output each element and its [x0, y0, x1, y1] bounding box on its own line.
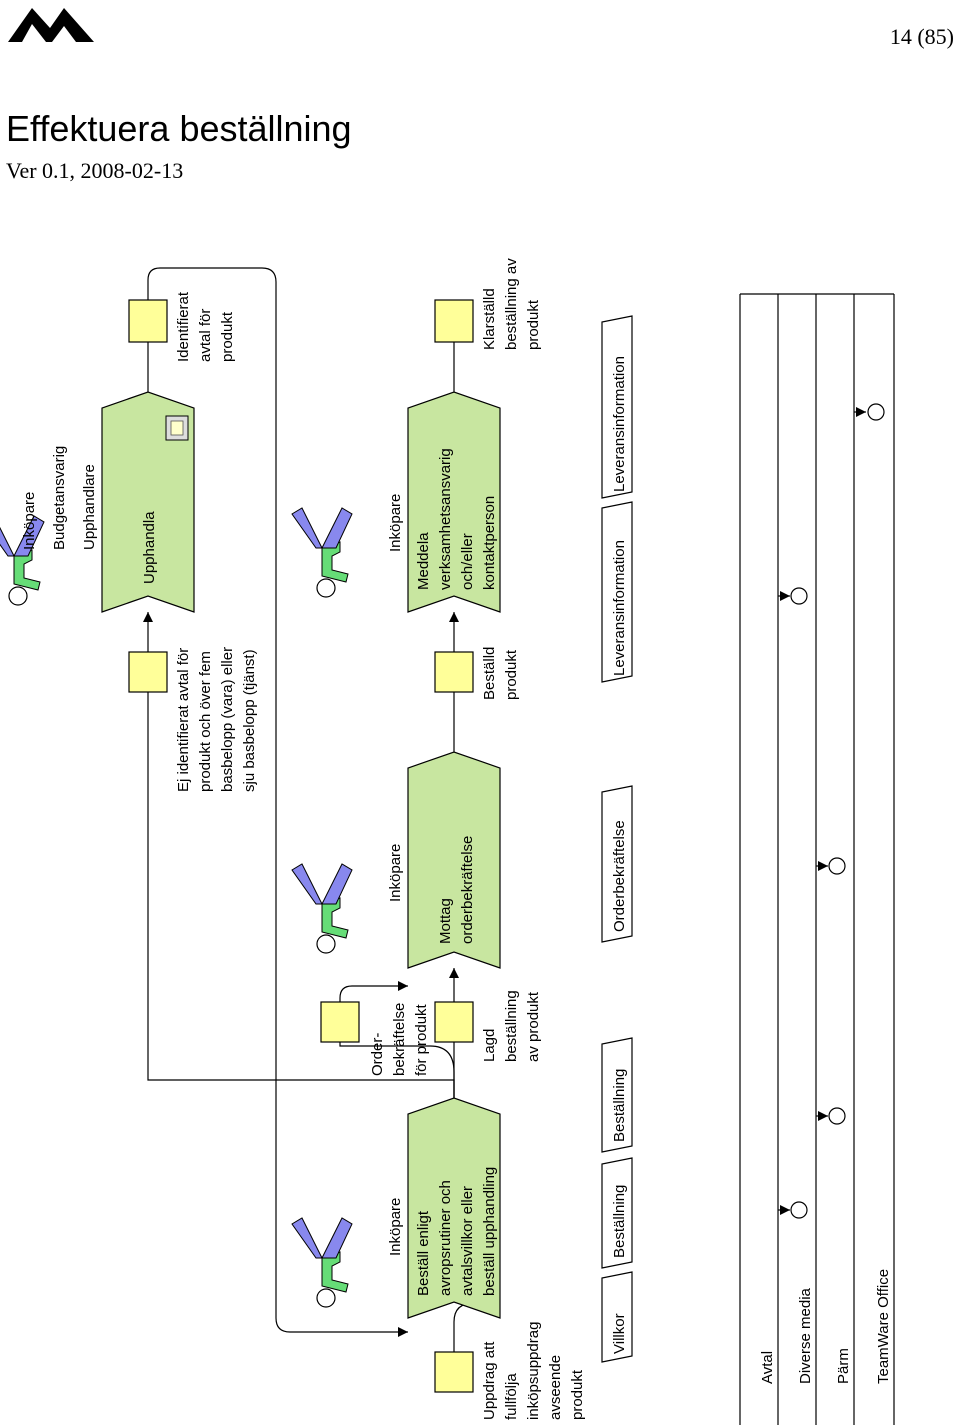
info-bestallning1	[601, 1157, 633, 1269]
document-bestalld-line-2: produkt	[503, 649, 520, 700]
document-klarstalld-line-3: produkt	[525, 299, 542, 350]
activity-upphandla-label: Upphandla	[141, 511, 158, 584]
document-lagd-line-1: Lagd	[481, 1029, 498, 1062]
info-villkor	[601, 1271, 633, 1363]
document-uppdrag-line-1: Uppdrag att	[481, 1341, 498, 1420]
document-ej-identifierat	[128, 651, 168, 693]
info-bestallning1-label: Beställning	[611, 1185, 628, 1258]
activity-act3-line-4: kontaktperson	[481, 496, 498, 590]
system-diverse-media-label: Diverse media	[797, 1287, 814, 1384]
activity-act1-line-1: Beställ enligt	[415, 1210, 432, 1296]
info-leverans2-label: Leveransinformation	[611, 356, 628, 492]
document-klarstalld-line-1: Klarställd	[481, 288, 498, 350]
document-uppdrag-line-5: produkt	[569, 1369, 586, 1420]
document-lagd-line-2: beställning	[503, 990, 520, 1062]
person-icon-top	[0, 515, 45, 606]
document-identifierat-line-3: produkt	[219, 311, 236, 362]
document-ej-identifierat-line-3: basbelopp (vara) eller	[219, 647, 236, 792]
info-bestallning2-label: Beställning	[611, 1069, 628, 1142]
system-connector-1	[790, 1201, 808, 1219]
document-identifierat-line-2: avtal för	[197, 309, 214, 362]
system-connector-2	[828, 1107, 846, 1125]
activity-act2	[407, 751, 501, 969]
role-top-1: Inköpare	[21, 492, 38, 550]
document-uppdrag-line-3: inköpsuppdrag	[525, 1322, 542, 1420]
info-bestallning2	[601, 1037, 633, 1153]
page-title: Effektuera beställning	[6, 108, 352, 149]
system-parm-label: Pärm	[835, 1348, 852, 1384]
activity-act3	[407, 391, 501, 613]
info-orderbekraftelse	[601, 785, 633, 943]
subprocess-icon	[165, 415, 189, 441]
system-avtal-label: Avtal	[759, 1351, 776, 1384]
document-uppdrag	[434, 1351, 474, 1393]
activity-act1-line-2: avropsrutiner och	[437, 1180, 454, 1296]
document-orderbekraftelse-line-1: Order-	[369, 1033, 386, 1076]
person-icon-act3	[291, 507, 353, 598]
person-icon-act1	[291, 1217, 353, 1308]
document-orderbekraftelse-line-2: bekräftelse	[391, 1003, 408, 1076]
document-bestalld-line-1: Beställd	[481, 647, 498, 700]
info-villkor-label: Villkor	[611, 1313, 628, 1354]
document-lagd-line-3: av produkt	[525, 991, 542, 1062]
document-ej-identifierat-line-2: produkt och över fem	[197, 651, 214, 792]
activity-act1	[407, 1097, 501, 1319]
activity-act2-line-1: Mottag	[437, 898, 454, 944]
role-top-2: Budgetansvarig	[51, 446, 68, 550]
document-ej-identifierat-line-4: sju basbelopp (tjänst)	[241, 649, 258, 792]
document-lagd	[434, 1001, 474, 1043]
system-connector-3	[790, 587, 808, 605]
role-act2: Inköpare	[387, 844, 404, 902]
activity-act1-line-3: avtalsvillkor eller	[459, 1186, 476, 1296]
page-number: 14 (85)	[889, 24, 954, 49]
role-act3: Inköpare	[387, 494, 404, 552]
activity-act2-line-2: orderbekräftelse	[459, 836, 476, 944]
document-klarstalld-line-2: beställning av	[503, 258, 520, 350]
document-uppdrag-line-2: fullfölja	[503, 1373, 520, 1420]
role-act1: Inköpare	[387, 1198, 404, 1256]
activity-act3-line-1: Meddela	[415, 532, 432, 590]
flow-identifierat-to-act1	[147, 267, 408, 1337]
version-label: Ver 0.1, 2008-02-13	[6, 158, 184, 183]
company-logo	[8, 8, 94, 42]
info-leverans2	[601, 315, 633, 499]
info-leverans1	[601, 501, 633, 683]
system-connector-5	[867, 403, 885, 421]
activity-act1-line-4: beställ upphandling	[481, 1167, 498, 1296]
document-klarstalld	[434, 299, 474, 343]
info-leverans1-label: Leveransinformation	[611, 540, 628, 676]
role-top-3: Upphandlare	[81, 464, 98, 550]
activity-act3-line-2: verksamhetsansvarig	[437, 448, 454, 590]
document-ej-identifierat-line-1: Ej identifierat avtal för	[175, 648, 192, 792]
info-orderbekraftelse-label: Orderbekräftelse	[611, 820, 628, 932]
person-icon-act2	[291, 863, 353, 954]
document-orderbekraftelse-line-3: för produkt	[413, 1003, 430, 1076]
document-identifierat	[128, 299, 168, 343]
document-uppdrag-line-4: avseende	[547, 1355, 564, 1420]
document-identifierat-line-1: Identifierat	[175, 291, 192, 362]
activity-act3-line-3: och/eller	[459, 533, 476, 590]
system-connector-4	[828, 857, 846, 875]
system-teamware-label: TeamWare Office	[875, 1269, 892, 1384]
document-orderbekraftelse	[320, 1001, 360, 1043]
activity-upphandla	[101, 391, 195, 613]
document-bestalld	[434, 651, 474, 693]
